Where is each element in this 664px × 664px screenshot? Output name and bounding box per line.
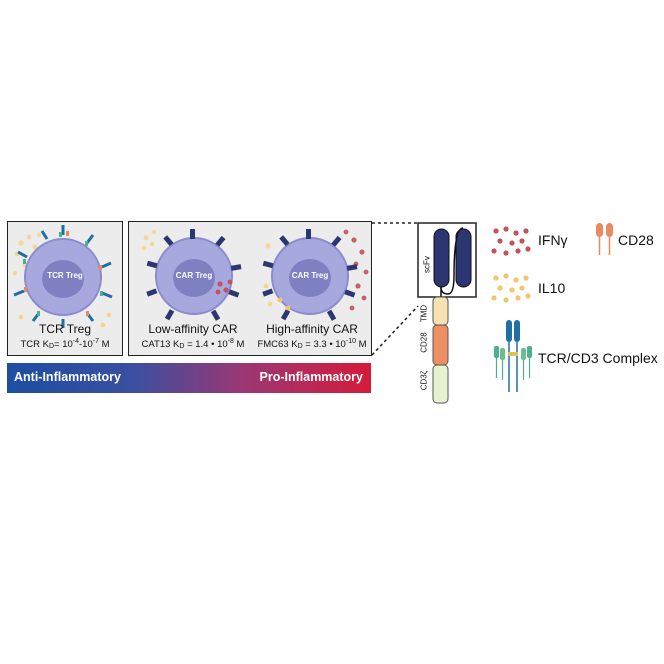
anti-inflammatory-label: Anti-Inflammatory [14,370,121,384]
tcr-cd3-complex-icon [494,320,532,392]
low-affinity-car-kd: CAT13 KD = 1.4 • 10-8 M [141,338,245,350]
car-construct-diagram [371,222,477,404]
high-affinity-car-kd: FMC63 KD = 3.3 • 10-10 M [257,338,367,350]
tcr-treg-cell-illustration [12,225,113,328]
tcr-treg-cell-label: TCR Treg [47,271,83,280]
cd28-segment-label: CD28 [419,332,429,353]
cd28-legend-label: CD28 [618,232,654,248]
high-affinity-car-title: High-affinity CAR [266,322,358,336]
ifng-icon [491,226,531,256]
inflammation-gradient-bar: Anti-Inflammatory Pro-Inflammatory [7,363,371,393]
low-affinity-car-cell-illustration [141,229,242,321]
pro-inflammatory-label: Pro-Inflammatory [259,370,364,384]
high-affinity-car-cell-illustration [262,229,369,321]
ifng-legend-label: IFNγ [538,232,568,248]
high-affinity-cell-label: CAR Treg [291,271,329,280]
cd3z-label: CD3ζ [419,370,429,391]
tcr-cd3-legend-label: TCR/CD3 Complex [538,350,658,366]
cd28-icon [596,223,613,255]
tcr-treg-kd: TCR KD= 10-4-10-7 M [20,338,110,350]
il10-icon [491,273,531,303]
low-affinity-cell-label: CAR Treg [175,271,213,280]
low-affinity-car-title: Low-affinity CAR [148,322,238,336]
tcr-treg-title: TCR Treg [38,322,91,336]
il10-legend-label: IL10 [538,280,566,296]
scfv-label: scFv [422,256,432,273]
